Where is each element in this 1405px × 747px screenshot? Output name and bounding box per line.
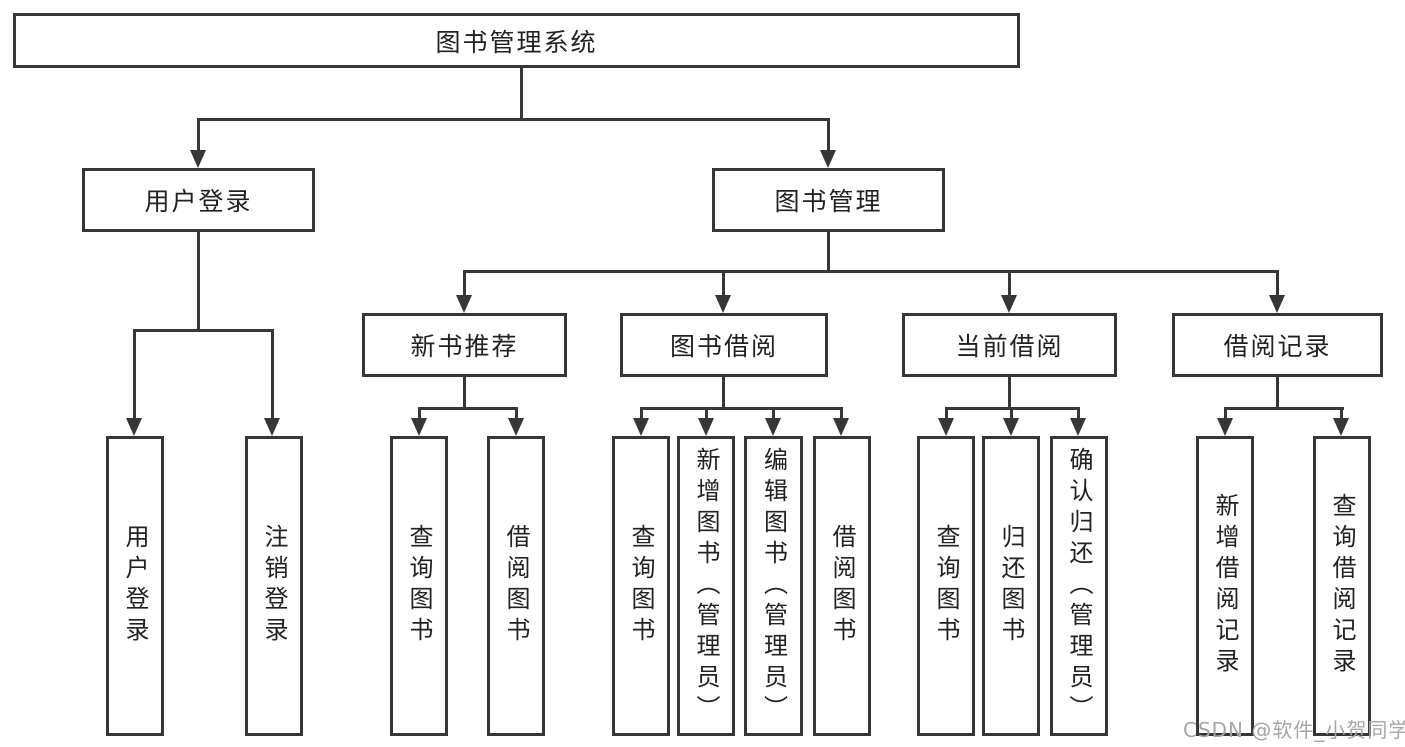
connector-line <box>1276 377 1279 410</box>
connector-line <box>463 270 466 298</box>
connector-line <box>1276 270 1279 298</box>
node-user-login: 用户登录 <box>82 168 315 232</box>
leaf-add-books-admin-label: 新增图书（管理员） <box>692 446 720 726</box>
arrow-down-icon <box>264 418 280 436</box>
arrow-down-icon <box>411 418 427 436</box>
arrow-down-icon <box>190 150 206 168</box>
connector-line <box>133 329 136 421</box>
connector-line <box>520 68 523 121</box>
node-current-borrow-label: 当前借阅 <box>955 332 1064 361</box>
connector-line <box>705 407 708 422</box>
arrow-down-icon <box>126 418 142 436</box>
leaf-logout-label: 注销登录 <box>260 524 288 648</box>
connector-line <box>1224 407 1344 410</box>
leaf-add-borrow-record: 新增借阅记录 <box>1196 436 1254 736</box>
node-root-label: 图书管理系统 <box>435 27 598 57</box>
arrow-down-icon <box>1217 418 1233 436</box>
connector-line <box>827 118 830 152</box>
connector-line <box>1340 407 1343 422</box>
leaf-query-borrow-record: 查询借阅记录 <box>1313 436 1371 736</box>
connector-line <box>722 377 725 410</box>
node-new-book-recommend: 新书推荐 <box>362 313 567 377</box>
connector-line <box>827 232 830 273</box>
leaf-query-books-recommend: 查询图书 <box>390 436 448 736</box>
leaf-borrow-books-recommend: 借阅图书 <box>487 436 545 736</box>
leaf-user-login-label: 用户登录 <box>121 524 149 648</box>
leaf-query-borrow-record-label: 查询借阅记录 <box>1328 493 1356 679</box>
arrow-down-icon <box>456 295 472 313</box>
connector-line <box>1224 407 1227 422</box>
leaf-query-books-current-label: 查询图书 <box>932 524 960 648</box>
arrow-down-icon <box>765 418 781 436</box>
node-book-management-label: 图书管理 <box>774 187 883 216</box>
node-book-borrow: 图书借阅 <box>620 313 828 377</box>
csdn-watermark: CSDN @软件_小贺同学 <box>1183 718 1405 742</box>
connector-line <box>640 407 843 410</box>
leaf-add-borrow-record-label: 新增借阅记录 <box>1211 493 1239 679</box>
connector-line <box>197 118 200 152</box>
leaf-logout: 注销登录 <box>245 436 303 736</box>
arrow-down-icon <box>938 418 954 436</box>
connector-line <box>1008 270 1011 298</box>
node-root: 图书管理系统 <box>13 13 1020 68</box>
node-user-login-label: 用户登录 <box>144 187 253 216</box>
connector-line <box>418 407 421 422</box>
arrow-down-icon <box>1003 418 1019 436</box>
arrow-down-icon <box>1001 295 1017 313</box>
arrow-down-icon <box>1269 295 1285 313</box>
arrow-down-icon <box>1333 418 1349 436</box>
connector-line <box>515 407 518 422</box>
connector-line <box>1008 377 1011 410</box>
connector-line <box>197 118 829 121</box>
arrow-down-icon <box>1070 418 1086 436</box>
leaf-user-login: 用户登录 <box>106 436 164 736</box>
leaf-confirm-return-admin-label: 确认归还（管理员） <box>1065 446 1093 726</box>
connector-line <box>772 407 775 422</box>
arrow-down-icon <box>820 150 836 168</box>
leaf-borrow-books: 借阅图书 <box>813 436 871 736</box>
leaf-confirm-return-admin: 确认归还（管理员） <box>1050 436 1108 736</box>
node-borrow-records: 借阅记录 <box>1172 313 1383 377</box>
node-book-borrow-label: 图书借阅 <box>669 332 778 361</box>
connector-line <box>197 232 200 331</box>
arrow-down-icon <box>698 418 714 436</box>
arrow-down-icon <box>633 418 649 436</box>
connector-line <box>271 329 274 421</box>
node-book-management: 图书管理 <box>712 168 945 232</box>
connector-line <box>1077 407 1080 422</box>
node-current-borrow: 当前借阅 <box>902 313 1117 377</box>
connector-line <box>840 407 843 422</box>
connector-line <box>640 407 643 422</box>
arrow-down-icon <box>508 418 524 436</box>
leaf-edit-books-admin: 编辑图书（管理员） <box>744 436 803 736</box>
connector-line <box>133 329 274 332</box>
leaf-return-books-label: 归还图书 <box>997 524 1025 648</box>
node-new-book-recommend-label: 新书推荐 <box>410 332 519 361</box>
leaf-return-books: 归还图书 <box>982 436 1040 736</box>
connector-line <box>722 270 725 298</box>
leaf-add-books-admin: 新增图书（管理员） <box>677 436 735 736</box>
connector-line <box>1010 407 1013 422</box>
connector-line <box>418 407 518 410</box>
node-borrow-records-label: 借阅记录 <box>1223 332 1332 361</box>
leaf-borrow-books-label: 借阅图书 <box>828 524 856 648</box>
leaf-query-books-borrow: 查询图书 <box>612 436 670 736</box>
arrow-down-icon <box>715 295 731 313</box>
arrow-down-icon <box>833 418 849 436</box>
connector-line <box>463 270 1279 273</box>
leaf-edit-books-admin-label: 编辑图书（管理员） <box>759 446 788 726</box>
leaf-query-books-borrow-label: 查询图书 <box>627 524 655 648</box>
leaf-query-books-current: 查询图书 <box>917 436 975 736</box>
connector-line <box>463 377 466 410</box>
leaf-query-books-recommend-label: 查询图书 <box>405 524 433 648</box>
connector-line <box>945 407 948 422</box>
leaf-borrow-books-recommend-label: 借阅图书 <box>502 524 530 648</box>
